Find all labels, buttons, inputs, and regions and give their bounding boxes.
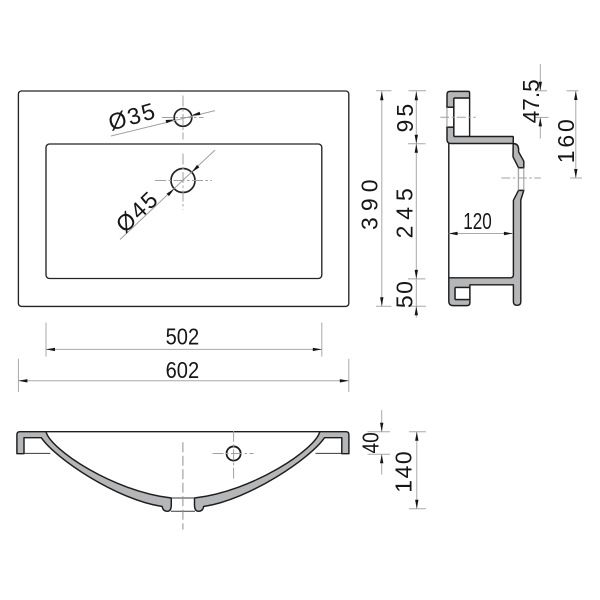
svg-text:160: 160 [553,119,579,163]
svg-text:47.5: 47.5 [518,79,544,123]
svg-text:140: 140 [390,451,416,492]
svg-text:40: 40 [357,432,383,453]
svg-text:Ø35: Ø35 [105,98,157,136]
svg-text:390: 390 [356,179,382,230]
svg-text:50: 50 [392,281,418,308]
svg-text:245: 245 [391,188,417,238]
svg-text:602: 602 [166,357,200,383]
svg-text:502: 502 [166,324,200,350]
svg-text:95: 95 [392,104,418,133]
svg-text:Ø45: Ø45 [111,186,163,237]
svg-text:120: 120 [463,208,492,234]
